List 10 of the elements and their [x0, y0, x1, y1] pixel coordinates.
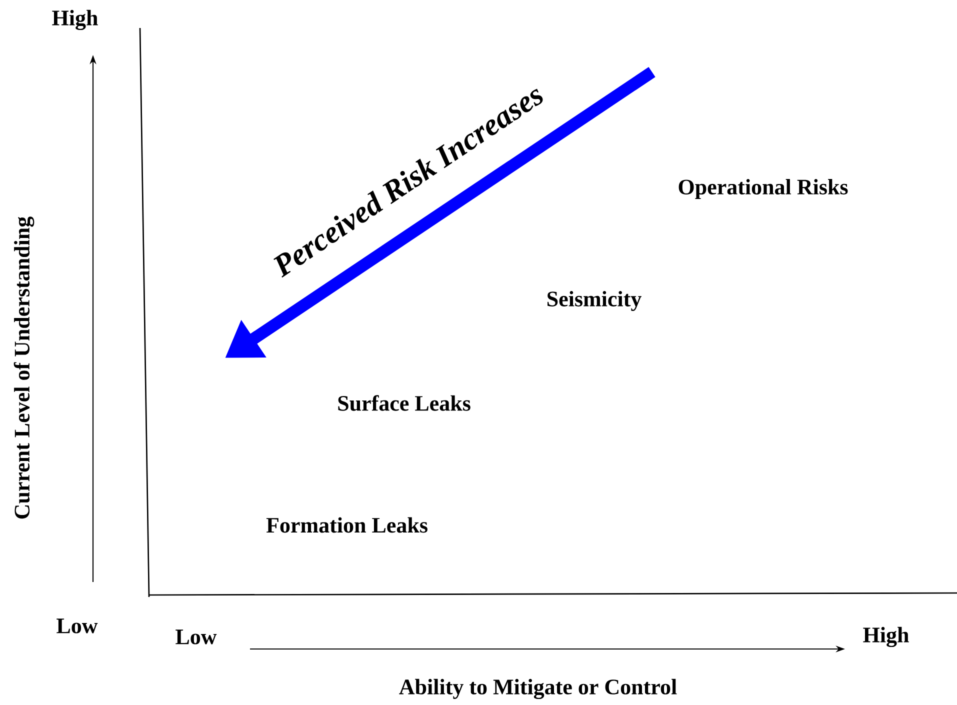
axis-title: Current Level of Understanding [14, 216, 34, 519]
risk-label: Surface Leaks [338, 395, 470, 411]
risk-label: Operational Risks [678, 179, 848, 199]
axis-title: Ability to Mitigate or Control [399, 678, 677, 700]
axis-end-label: Low [176, 630, 217, 644]
risk-label: Seismicity [548, 290, 642, 311]
axis-end-label: High [863, 626, 909, 648]
axis-end-label: Low [56, 618, 98, 634]
risk-label: Formation Leaks [266, 517, 428, 533]
axis-end-label: High [52, 10, 98, 30]
